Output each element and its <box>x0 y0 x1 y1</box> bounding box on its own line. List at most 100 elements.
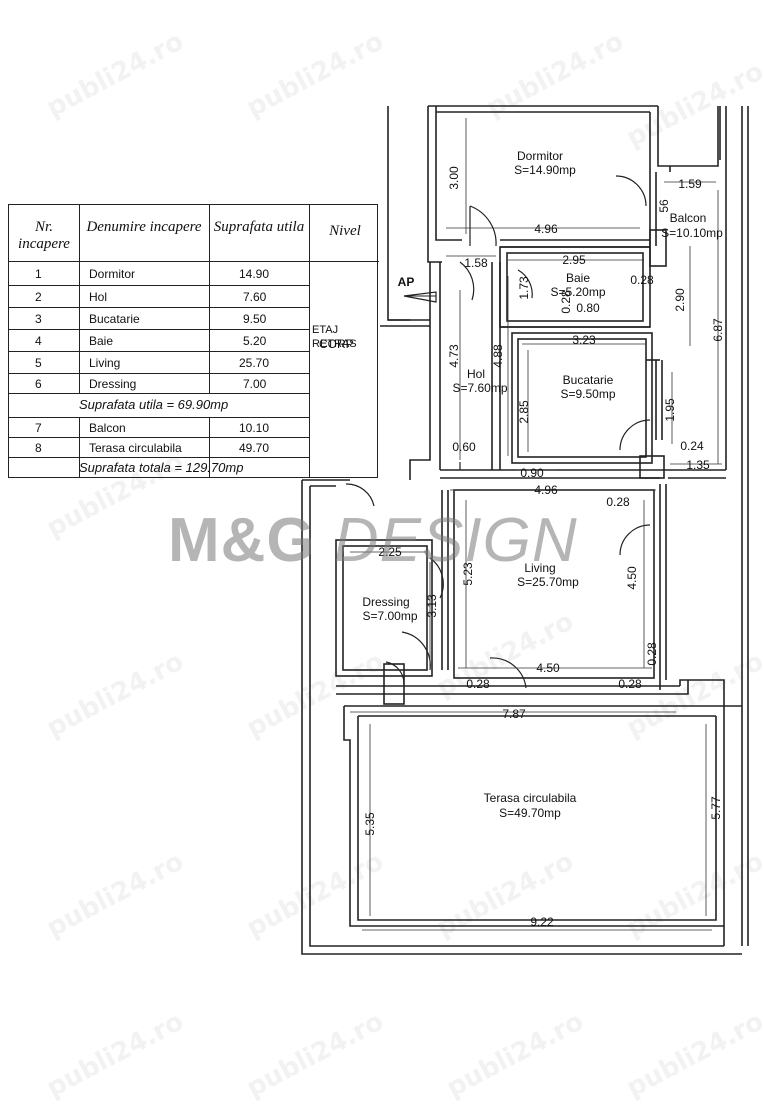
table-divider <box>9 351 309 352</box>
door-swing <box>459 261 475 301</box>
room-name-bucatarie: Bucatarie <box>563 373 614 387</box>
wall <box>409 262 431 480</box>
table-divider <box>9 307 309 308</box>
table-divider <box>9 393 309 394</box>
dim-label: 0.80 <box>576 301 600 315</box>
dim-label: 5.23 <box>461 562 475 586</box>
dim-label: 1.59 <box>678 177 702 191</box>
row-area: 7.60 <box>243 290 267 304</box>
grand-area-total: Suprafata totala = 129.70mp <box>79 460 244 475</box>
dim-label: 0.24 <box>680 439 704 453</box>
dim-label: 2.90 <box>673 288 687 312</box>
room-labels: Dormitor S=14.90mp Balcon S=10.10mp Baie… <box>362 149 723 820</box>
table-divider <box>309 261 379 262</box>
room-name-terasa: Terasa circulabila <box>484 791 577 805</box>
table-divider <box>209 417 210 477</box>
dim-label: 7.87 <box>502 707 526 721</box>
kitchen-walls <box>511 332 653 464</box>
wall <box>680 680 689 695</box>
row-nr: 6 <box>35 377 42 391</box>
dim-label: 56 <box>657 199 671 213</box>
room-name-dressing: Dressing <box>362 595 409 609</box>
dim-label: 0.28 <box>645 642 659 666</box>
room-name-living: Living <box>524 561 555 575</box>
dim-label: 9.22 <box>530 915 554 929</box>
room-area-dormitor: S=14.90mp <box>514 163 576 177</box>
dim-label: 0.60 <box>452 440 476 454</box>
row-name: Balcon <box>89 421 126 435</box>
row-nr: 7 <box>35 421 42 435</box>
dim-label: 0.28 <box>630 273 654 287</box>
dim-label: 3.13 <box>425 594 439 618</box>
row-nr: 8 <box>35 441 42 455</box>
room-name-dormitor: Dormitor <box>517 149 563 163</box>
dim-label: 6.87 <box>711 318 725 342</box>
table-divider <box>209 205 210 393</box>
door-swing <box>345 483 375 507</box>
dim-label: 5.77 <box>709 796 723 820</box>
useful-area-total: Suprafata utila = 69.90mp <box>79 397 229 412</box>
brand-part2: DESIGN <box>315 506 578 575</box>
row-nr: 2 <box>35 290 42 304</box>
header-level: Nivel <box>329 223 361 239</box>
wall <box>657 106 719 167</box>
row-area: 7.00 <box>243 377 267 391</box>
walls <box>301 105 749 955</box>
room-name-baie: Baie <box>566 271 590 285</box>
dim-label: 0.28 <box>466 677 490 691</box>
dim-label: 4.88 <box>491 344 505 368</box>
row-nr: 5 <box>35 356 42 370</box>
entrance-label: AP <box>398 275 415 289</box>
floor-plan: Dormitor S=14.90mp Balcon S=10.10mp Baie… <box>301 105 749 955</box>
room-area-dressing: S=7.00mp <box>362 609 417 623</box>
door-swing <box>385 661 405 685</box>
brand-watermark: M&G DESIGN <box>168 505 578 576</box>
wall-stub <box>649 229 667 267</box>
row-area: 10.10 <box>239 421 270 435</box>
dimension-lines <box>350 118 722 931</box>
dim-label: 0.90 <box>520 466 544 480</box>
dressing-inner <box>342 545 428 671</box>
table-divider <box>9 417 309 418</box>
room-name-hol: Hol <box>467 367 485 381</box>
dim-label: 4.50 <box>536 661 560 675</box>
header-area: Suprafata utila <box>213 219 305 235</box>
dim-label: 2.95 <box>562 253 586 267</box>
row-name: Hol <box>89 290 108 304</box>
arrow-head <box>403 291 437 303</box>
room-area-bucatarie: S=9.50mp <box>560 387 615 401</box>
row-area: 14.90 <box>239 267 270 281</box>
row-area: 49.70 <box>239 441 270 455</box>
room-area-terasa: S=49.70mp <box>499 806 561 820</box>
door-swing <box>429 557 444 599</box>
row-nr: 1 <box>35 267 42 281</box>
entrance-arrow <box>403 291 437 303</box>
wall-stub <box>639 455 665 479</box>
dim-label: 3.23 <box>572 333 596 347</box>
dim-label: 4.96 <box>534 222 558 236</box>
room-schedule-table: Nr. incapere Denumire incapere Suprafata… <box>8 204 379 478</box>
room-area-baie: S=5.20mp <box>550 285 605 299</box>
table-divider <box>9 261 309 262</box>
dim-label: 4.73 <box>447 344 461 368</box>
kitchen-inner <box>517 338 647 458</box>
dim-label: 0.28 <box>618 677 642 691</box>
row-name: Baie <box>89 334 114 348</box>
table-divider <box>309 205 310 477</box>
table-divider <box>79 205 80 393</box>
row-nr: 3 <box>35 312 42 326</box>
dim-label: 2.85 <box>517 400 531 424</box>
brand-part1: M&G <box>168 506 316 575</box>
door-swing <box>469 205 497 247</box>
bath-inner <box>506 252 644 322</box>
row-area: 5.20 <box>243 334 267 348</box>
room-area-living: S=25.70mp <box>517 575 579 589</box>
dim-label: 0.28 <box>606 495 630 509</box>
vertical-dimension-labels: 3.00 56 1.73 0.28 2.90 6.87 4.73 4.88 2.… <box>363 166 725 836</box>
dim-label: 1.73 <box>517 276 531 300</box>
dim-label: 1.35 <box>686 458 710 472</box>
dim-label: 1.58 <box>464 256 488 270</box>
wall <box>679 679 725 946</box>
terrace-inner <box>357 716 717 921</box>
dim-label: 4.96 <box>534 483 558 497</box>
